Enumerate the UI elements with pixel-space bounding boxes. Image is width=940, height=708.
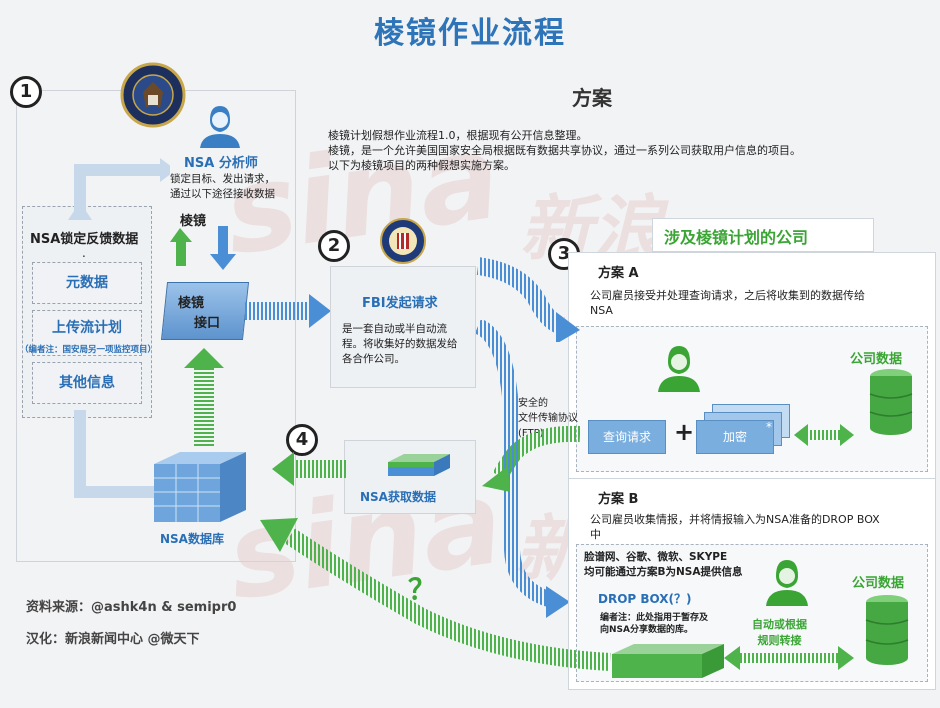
fbi-panel <box>330 266 476 388</box>
analyst-label: NSA 分析师 <box>184 156 258 171</box>
plan-b-sub: 脸谱网、谷歌、微软、SKYPE 均可能通过方案B为NSA提供信息 <box>584 551 743 578</box>
plan-a-query-box: 查询请求 <box>588 420 666 454</box>
marker-4: 4 <box>286 424 318 456</box>
plan-b-dropbox-note: 编者注：此处指用于暂存及向NSA分享数据的库。 <box>600 613 709 635</box>
dropbox-to-db-arrow <box>260 518 611 671</box>
nsa-database-icon <box>154 452 246 522</box>
page-title: 棱镜作业流程 <box>374 16 566 51</box>
nsa-feedback-title: NSA锁定反馈数据 <box>30 232 139 247</box>
plan-b-label: 方案 B <box>598 492 639 507</box>
nsa-database-label: NSA数据库 <box>160 532 224 546</box>
analyst-icon <box>196 102 244 154</box>
marker-2: 2 <box>318 230 350 262</box>
plan-a-employee-icon <box>654 342 704 398</box>
fbi-to-companies-arrow <box>476 257 580 342</box>
upstream-label: 上传流计划 <box>52 320 122 336</box>
prism-to-fbi-arrow <box>245 294 331 328</box>
nsa-get-data-icon <box>388 454 450 476</box>
fbi-to-planb-arrow <box>474 320 570 618</box>
plan-b-company-data-label: 公司数据 <box>852 576 905 591</box>
other-info-box: 其他信息 <box>32 362 142 404</box>
plan-a-double-arrow <box>794 424 854 446</box>
plan-a-plus: + <box>674 418 695 446</box>
prism-interface-line2: 接口 <box>194 316 221 331</box>
plan-a-company-data-label: 公司数据 <box>850 352 903 367</box>
plan-b-double-arrow <box>724 646 854 670</box>
nsa-get-to-db-arrow <box>272 452 348 486</box>
fbi-desc: 是一套自动或半自动流程。将收集好的数据发给各合作公司。 <box>342 323 458 365</box>
prism-interface-line1: 棱镜 <box>178 296 205 311</box>
plan-b-employee-icon <box>762 556 812 612</box>
credit-translate: 汉化：新浪新闻中心 @微天下 <box>26 632 200 647</box>
credit-source: 资料来源：@ashk4n & semipr0 <box>26 600 237 615</box>
plan-a-label: 方案 A <box>598 266 639 281</box>
upstream-box: 上传流计划 <box>32 310 142 356</box>
marker-1: 1 <box>10 76 42 108</box>
plana-to-nsa-arrow <box>482 425 581 492</box>
analyst-desc: 锁定目标、发出请求， 通过以下途径接收数据 <box>170 173 275 200</box>
scheme-desc: 棱镜计划假想作业流程1.0，根据现有公开信息整理。 棱镜，是一个允许美国国家安全… <box>328 129 801 172</box>
question-mark: ？ <box>408 573 437 606</box>
nsa-get-label: NSA获取数据 <box>360 490 436 504</box>
analyst-prism-label: 棱镜 <box>180 214 207 229</box>
metadata-box: 元数据 <box>32 262 142 304</box>
plan-b-desc: 公司雇员收集情报，并将情报输入为NSA准备的DROP BOX中 <box>590 513 880 541</box>
db-to-prism-arrow <box>184 348 224 448</box>
plan-b-database-icon <box>865 595 909 665</box>
marker-3: 3 <box>548 238 580 270</box>
companies-header-box <box>652 218 874 252</box>
dropbox-icon <box>612 644 724 678</box>
fbi-seal-icon <box>380 218 426 268</box>
plan-b-dropbox-label: DROP BOX(？) <box>598 592 692 606</box>
upstream-note: （编者注：国安局另一项监控项目） <box>20 345 157 355</box>
nsa-seal-icon <box>120 62 186 132</box>
plan-b-auto-label: 自动或根据 规则转接 <box>752 618 807 647</box>
prism-interface-box <box>160 282 250 340</box>
nsa-feedback-dot: . <box>82 246 86 260</box>
feedback-bracket-arrows <box>68 158 170 498</box>
fbi-label: FBI发起请求 <box>362 296 438 311</box>
companies-heading: 涉及棱镜计划的公司 <box>664 228 809 247</box>
plan-a-database-icon <box>869 369 913 435</box>
plan-a-desc: 公司雇员接受并处理查询请求，之后将收集到的数据传给NSA <box>590 289 865 317</box>
plan-a-encrypt-star: * <box>766 420 772 434</box>
plan-a-encrypt-box: 加密 <box>696 420 774 454</box>
analyst-arrows <box>170 226 236 270</box>
nsa-get-panel <box>344 440 476 514</box>
scheme-heading: 方案 <box>572 86 612 110</box>
